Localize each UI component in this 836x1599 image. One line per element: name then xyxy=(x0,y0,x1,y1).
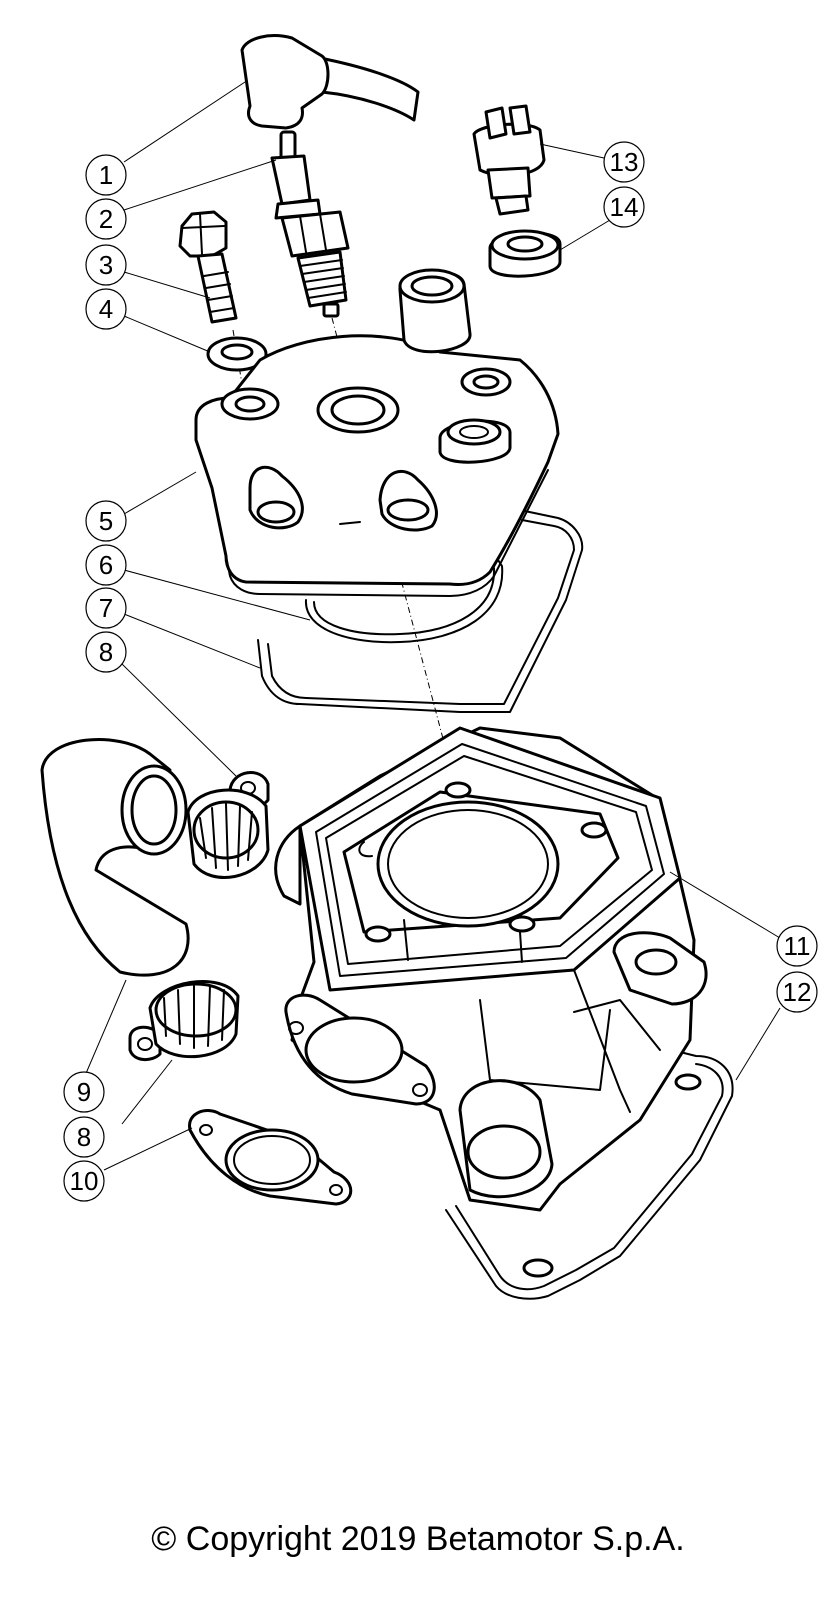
callout-2-label: 2 xyxy=(99,204,113,234)
hose-clamp-lower xyxy=(128,980,240,1061)
head-o-ring xyxy=(304,559,504,644)
callout-1: 1 xyxy=(85,154,127,196)
callout-9-label: 9 xyxy=(77,1077,91,1107)
callout-12-label: 12 xyxy=(783,977,812,1007)
callout-2: 2 xyxy=(85,198,127,240)
callout-7-label: 7 xyxy=(99,593,113,623)
callout-10-label: 10 xyxy=(70,1166,99,1196)
head-gasket-outer xyxy=(257,509,584,713)
exhaust-gasket xyxy=(188,1109,353,1206)
leader-lines xyxy=(83,81,781,1171)
base-gasket-hole-2 xyxy=(674,1073,702,1091)
head-bolt-washer xyxy=(206,336,268,372)
callout-14: 14 xyxy=(603,186,645,228)
callout-11: 11 xyxy=(776,925,818,967)
callout-14-label: 14 xyxy=(610,192,639,222)
callout-4-label: 4 xyxy=(99,294,113,324)
callout-11-label: 11 xyxy=(784,931,811,961)
spark-plug xyxy=(270,130,350,318)
water-hose-elbow xyxy=(40,738,190,977)
callout-10: 10 xyxy=(63,1160,105,1202)
callout-3-label: 3 xyxy=(99,250,113,280)
cylinder xyxy=(274,726,708,1212)
copyright-notice: © Copyright 2019 Betamotor S.p.A. xyxy=(151,1520,685,1558)
spark-plug-cap xyxy=(240,34,420,130)
sensor-washer xyxy=(488,229,562,278)
cylinder-head xyxy=(194,268,560,597)
hose-clamp-upper xyxy=(186,771,270,879)
callout-5: 5 xyxy=(85,500,127,542)
exploded-parts-diagram: 1 2 3 4 5 6 7 8 9 8 10 11 xyxy=(40,34,818,1300)
callout-6: 6 xyxy=(85,544,127,586)
callout-13: 13 xyxy=(603,141,645,183)
callout-9: 9 xyxy=(63,1071,105,1113)
callout-6-label: 6 xyxy=(99,550,113,580)
callout-3: 3 xyxy=(85,244,127,286)
callout-7: 7 xyxy=(85,587,127,629)
callout-8b-label: 8 xyxy=(77,1122,91,1152)
head-bolt xyxy=(178,210,238,324)
callout-1-label: 1 xyxy=(99,160,113,190)
callout-12: 12 xyxy=(776,971,818,1013)
callout-13-label: 13 xyxy=(610,147,639,177)
callout-5-label: 5 xyxy=(99,506,113,536)
callout-4: 4 xyxy=(85,288,127,330)
base-gasket-hole xyxy=(522,1258,554,1278)
callout-8a-label: 8 xyxy=(99,637,113,667)
temperature-sensor xyxy=(472,104,546,216)
base-gasket xyxy=(445,1049,734,1300)
callout-8a: 8 xyxy=(85,631,127,673)
callout-8b: 8 xyxy=(63,1116,105,1158)
